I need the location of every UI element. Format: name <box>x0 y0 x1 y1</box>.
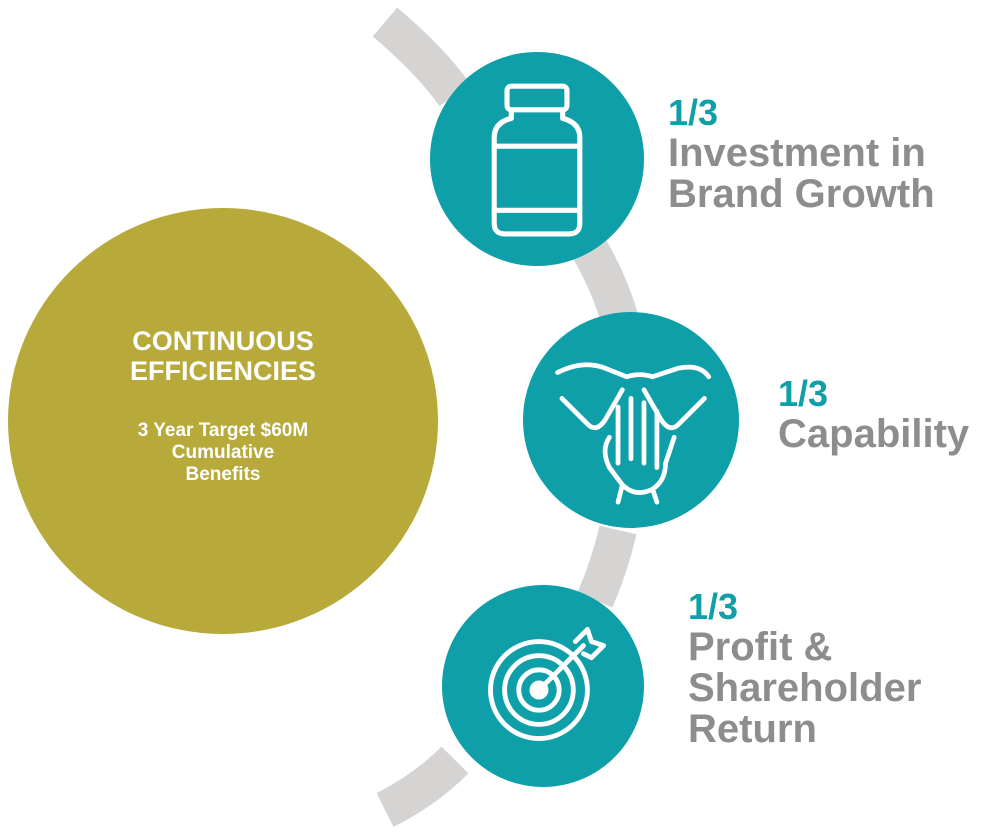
arc-segment-lower-middle <box>577 525 637 608</box>
text-capability: Capability <box>778 412 970 456</box>
node-capability <box>523 312 739 528</box>
label-brand-growth: 1/3 Investment in Brand Growth <box>668 93 935 215</box>
jar-icon <box>491 83 583 237</box>
text-brand-growth: Investment in Brand Growth <box>668 131 935 216</box>
arc-segment-top <box>372 7 471 107</box>
center-hub: CONTINUOUS EFFICIENCIES 3 Year Target $6… <box>8 208 438 634</box>
label-profit-return: 1/3 Profit & Shareholder Return <box>688 587 921 750</box>
arc-segment-bottom <box>376 746 469 827</box>
fraction-capability: 1/3 <box>778 373 829 414</box>
node-profit-return <box>442 585 644 787</box>
node-brand-growth <box>430 52 644 266</box>
fraction-brand-growth: 1/3 <box>668 92 719 133</box>
label-capability: 1/3 Capability <box>778 374 969 455</box>
hub-title: CONTINUOUS EFFICIENCIES <box>129 326 317 386</box>
target-arrow-icon <box>488 627 607 741</box>
fraction-profit-return: 1/3 <box>688 586 739 627</box>
text-profit-return: Profit & Shareholder Return <box>688 625 922 751</box>
stacked-hands-icon <box>555 362 712 505</box>
hub-target: 3 Year Target $60M Cumulative Benefits <box>137 420 309 485</box>
